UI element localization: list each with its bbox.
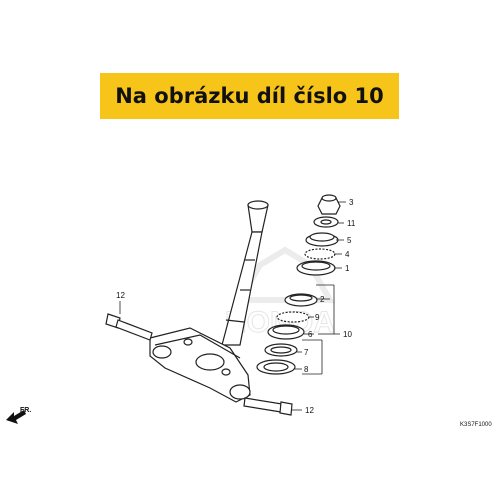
bolt-12-bottom <box>243 397 293 416</box>
callout-8: 8 <box>304 365 309 374</box>
drawing-code: K3S7F1000 <box>460 422 492 428</box>
leader-lines <box>119 201 346 411</box>
callout-5: 5 <box>347 236 352 245</box>
bearing-stack <box>256 194 341 375</box>
callout-7: 7 <box>304 348 309 357</box>
banner-text: Na obrázku díl číslo 10 <box>115 84 384 108</box>
steering-stem <box>221 200 269 346</box>
callout-6: 6 <box>308 330 313 339</box>
lower-bracket <box>149 327 251 403</box>
callout-4: 4 <box>345 250 350 259</box>
callout-11: 11 <box>347 219 356 228</box>
front-label: FR. <box>20 407 31 414</box>
part-number-banner: Na obrázku díl číslo 10 <box>100 73 399 119</box>
callout-1: 1 <box>345 264 350 273</box>
callout-9: 9 <box>315 313 320 322</box>
front-direction-arrow: FR. <box>6 407 31 424</box>
callout-10: 10 <box>343 330 352 339</box>
callout-3: 3 <box>349 198 354 207</box>
callout-12-top: 12 <box>116 291 125 300</box>
callout-12-bottom: 12 <box>305 406 314 415</box>
callout-2: 2 <box>320 295 325 304</box>
bolt-12-top <box>105 313 153 341</box>
